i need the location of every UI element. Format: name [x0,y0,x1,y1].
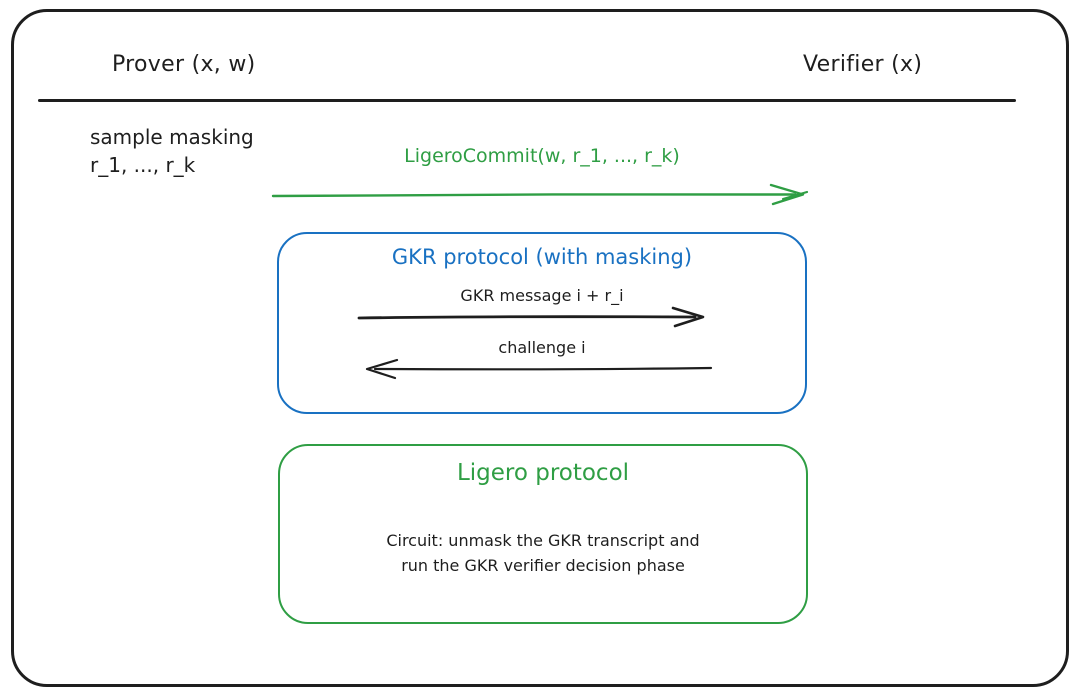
prover-header: Prover (x, w) [112,52,256,77]
ligero-protocol-box: Ligero protocol Circuit: unmask the GKR … [278,444,808,624]
prover-note-line1: sample masking [90,125,254,149]
ligero-box-title: Ligero protocol [456,460,630,486]
challenge-label: challenge i [498,338,586,357]
verifier-header: Verifier (x) [803,52,923,77]
gkr-protocol-box: GKR protocol (with masking) GKR message … [277,232,807,414]
header-divider-line [38,99,1016,102]
challenge-arrow-left [365,358,713,380]
gkr-box-title: GKR protocol (with masking) [391,245,693,269]
ligero-commit-arrow-right [271,183,809,206]
ligero-commit-label: LigeroCommit(w, r_1, ..., r_k) [404,145,680,167]
ligero-box-body: Circuit: unmask the GKR transcript and r… [280,528,806,578]
prover-note-line2: r_1, ..., r_k [90,153,196,177]
diagram-outer-frame [11,9,1069,687]
gkr-message-arrow-right [357,306,705,328]
ligero-body-line2: run the GKR verifier decision phase [401,556,685,575]
gkr-message-label: GKR message i + r_i [460,286,624,305]
ligero-body-line1: Circuit: unmask the GKR transcript and [386,531,700,550]
prover-note: sample masking r_1, ..., r_k [90,123,254,179]
